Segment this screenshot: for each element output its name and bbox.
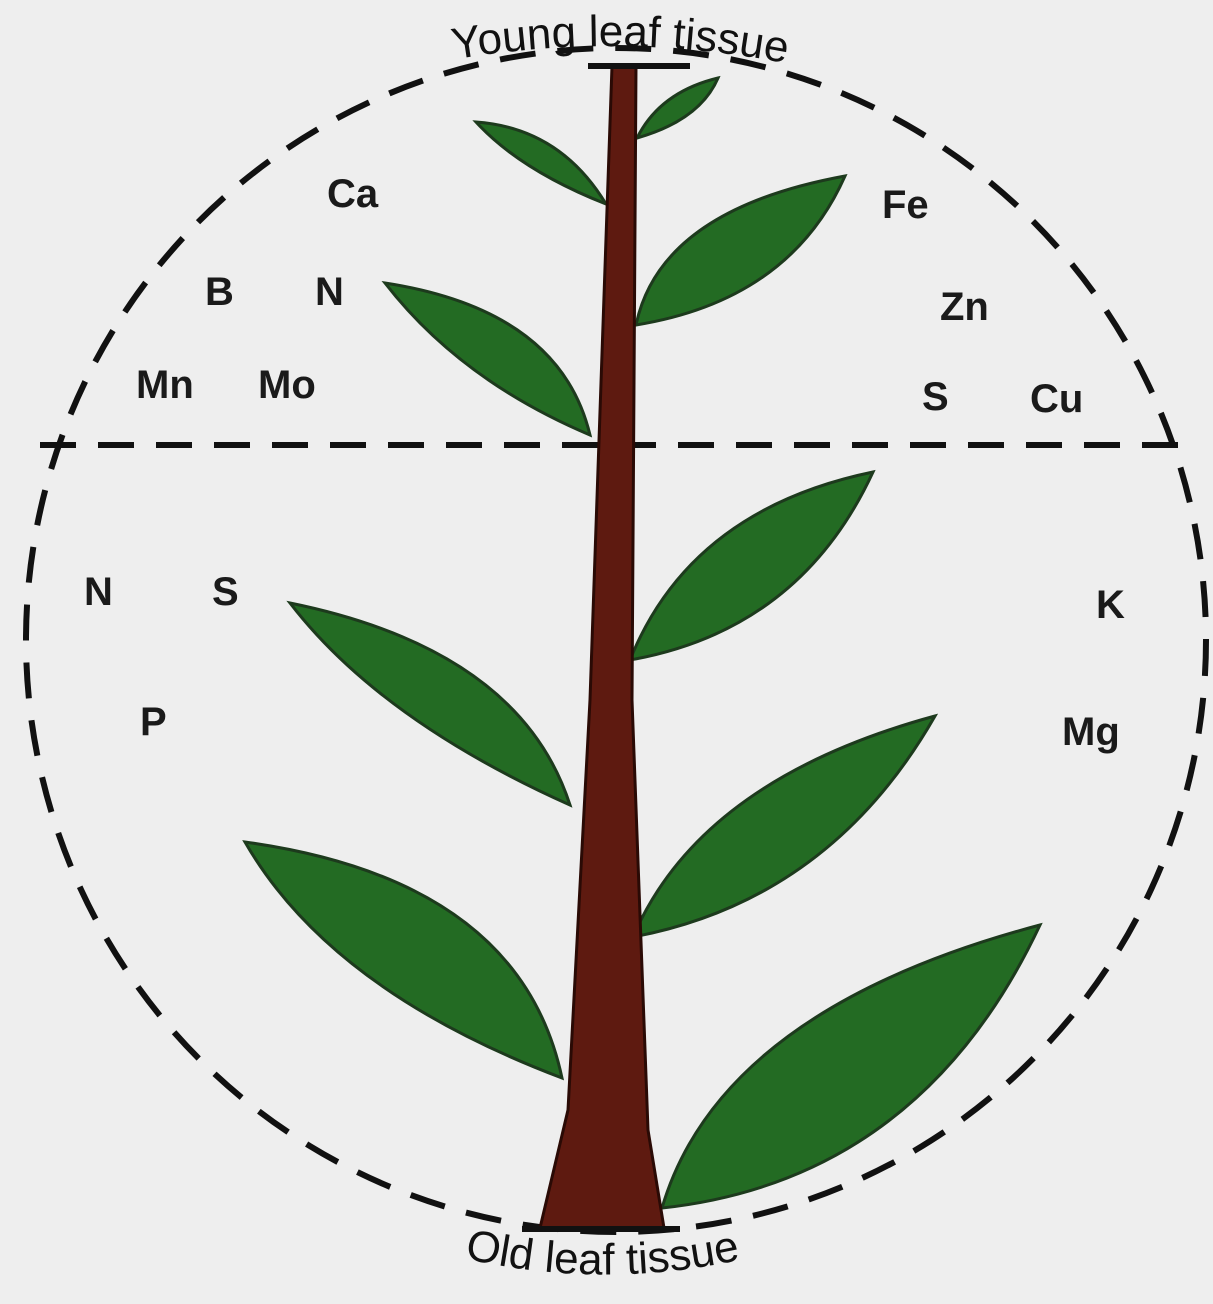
leaf-mid-right — [630, 472, 873, 660]
leaf-mid-left-upper — [385, 283, 590, 435]
leaf-lower-right — [633, 716, 935, 937]
element-k: K — [1096, 583, 1125, 627]
element-ca: Ca — [327, 172, 379, 216]
element-n-young: N — [315, 270, 344, 314]
element-zn: Zn — [940, 285, 989, 329]
element-mn: Mn — [136, 363, 194, 407]
element-mo: Mo — [258, 363, 316, 407]
leaf-top-right — [637, 78, 718, 138]
leaf-mid-left-lower — [290, 603, 570, 805]
element-p: P — [140, 700, 167, 744]
leaf-upper-right — [636, 176, 845, 325]
leaf-lower-left — [245, 842, 562, 1078]
element-s-old: S — [212, 570, 239, 614]
element-n-old: N — [84, 570, 113, 614]
element-fe: Fe — [882, 183, 929, 227]
element-cu: Cu — [1030, 377, 1083, 421]
element-s-young: S — [922, 375, 949, 419]
element-mg: Mg — [1062, 710, 1120, 754]
leaf-upper-left-small — [476, 122, 606, 204]
leaf-bottom-right — [662, 925, 1040, 1208]
element-b: B — [205, 270, 234, 314]
